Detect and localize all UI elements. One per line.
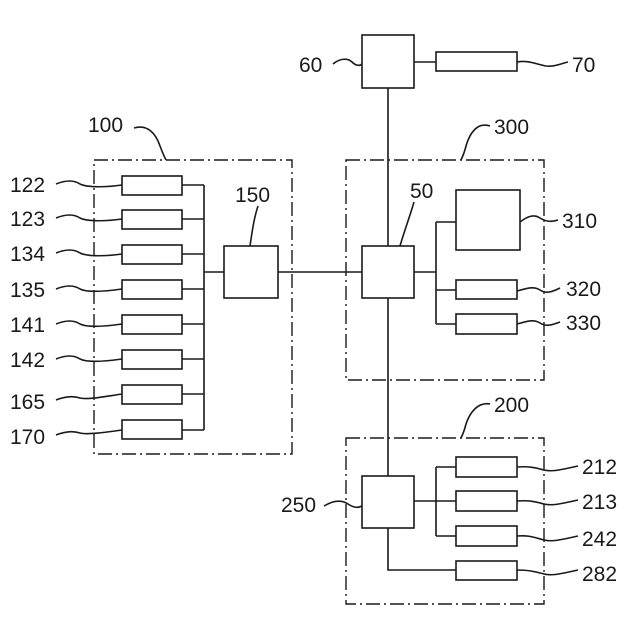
connection-lines bbox=[182, 62, 456, 570]
label-213: 213 bbox=[582, 491, 617, 514]
label-170: 170 bbox=[10, 426, 45, 449]
block-135 bbox=[122, 280, 182, 299]
label-100: 100 bbox=[88, 114, 123, 137]
label-330: 330 bbox=[566, 312, 601, 335]
label-282: 282 bbox=[582, 563, 617, 586]
block-165 bbox=[122, 385, 182, 404]
block-310 bbox=[456, 190, 520, 250]
block-250 bbox=[362, 476, 414, 528]
label-320: 320 bbox=[566, 278, 601, 301]
block-330 bbox=[456, 314, 517, 334]
label-122: 122 bbox=[10, 174, 45, 197]
block-134 bbox=[122, 245, 182, 264]
block-122 bbox=[122, 176, 182, 195]
label-134: 134 bbox=[10, 243, 45, 266]
label-142: 142 bbox=[10, 349, 45, 372]
block-150 bbox=[224, 246, 278, 298]
label-310: 310 bbox=[562, 210, 597, 233]
block-242 bbox=[456, 526, 517, 546]
label-200: 200 bbox=[494, 394, 529, 417]
block-123 bbox=[122, 210, 182, 229]
block-213 bbox=[456, 491, 517, 511]
block-70 bbox=[436, 52, 517, 71]
reference-labels: 60 70 100 300 150 50 310 320 330 200 250… bbox=[10, 54, 617, 586]
label-250: 250 bbox=[281, 494, 316, 517]
block-282 bbox=[456, 561, 517, 580]
label-242: 242 bbox=[582, 528, 617, 551]
label-212: 212 bbox=[582, 456, 617, 479]
label-165: 165 bbox=[10, 391, 45, 414]
label-150: 150 bbox=[235, 184, 270, 207]
block-141 bbox=[122, 315, 182, 334]
block-60 bbox=[362, 35, 414, 88]
block-212 bbox=[456, 457, 517, 477]
label-300: 300 bbox=[494, 116, 529, 139]
label-50: 50 bbox=[410, 180, 433, 203]
label-135: 135 bbox=[10, 279, 45, 302]
block-50 bbox=[362, 246, 414, 298]
block-142 bbox=[122, 350, 182, 369]
label-141: 141 bbox=[10, 314, 45, 337]
block-320 bbox=[456, 280, 517, 299]
label-123: 123 bbox=[10, 208, 45, 231]
block-170 bbox=[122, 420, 182, 439]
label-70: 70 bbox=[572, 54, 595, 77]
label-60: 60 bbox=[299, 54, 322, 77]
